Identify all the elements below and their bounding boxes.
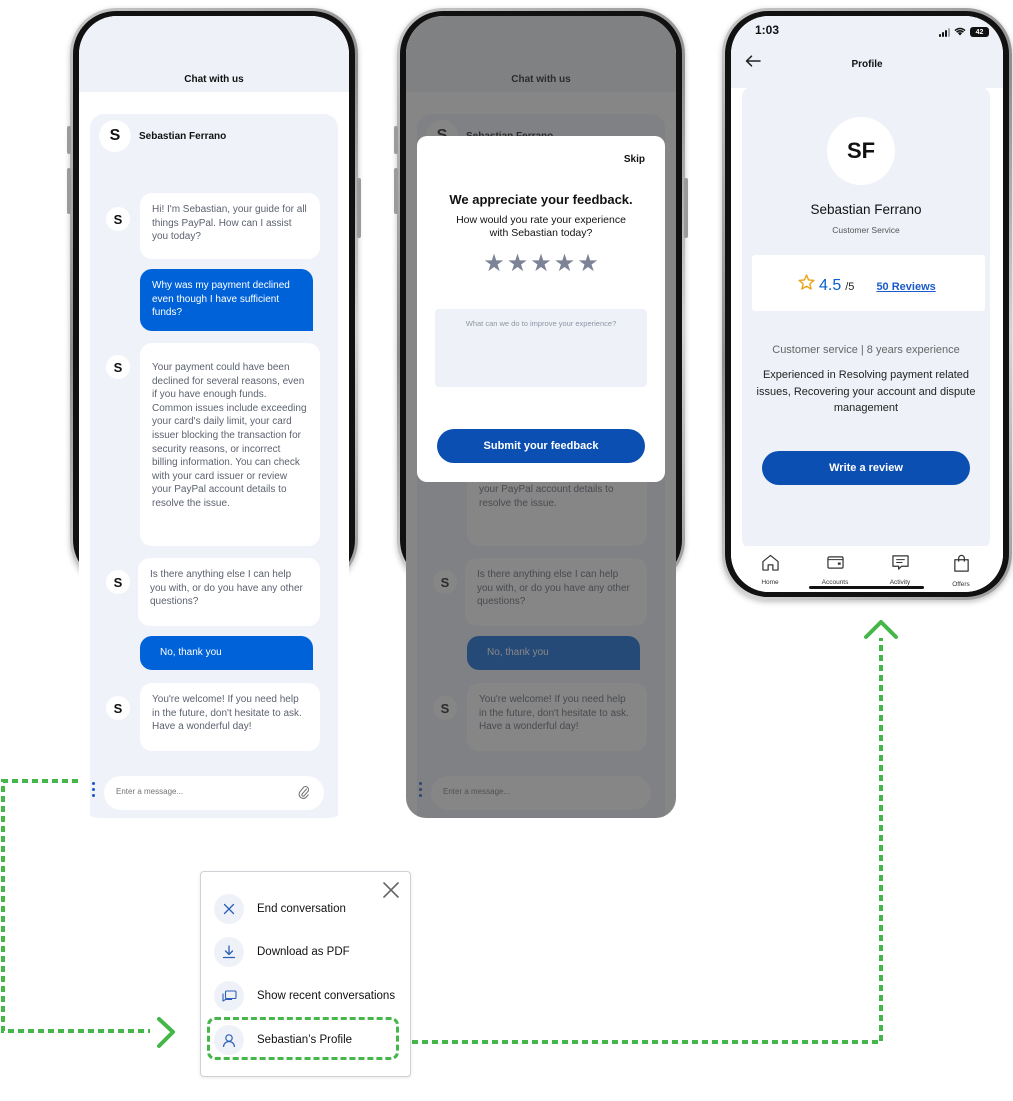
- chat-screen: 1:03 42 Chat with us S Sebastian Ferrano…: [79, 16, 349, 818]
- rating-summary: 4.5 /5 50 Reviews: [798, 274, 936, 295]
- home-indicator: [809, 586, 924, 589]
- back-arrow-icon[interactable]: [745, 54, 761, 72]
- message-input[interactable]: [116, 787, 286, 796]
- agent-avatar: S: [106, 355, 130, 379]
- profile-card: SF Sebastian Ferrano Customer Service 4.…: [742, 87, 990, 549]
- agent-name: Sebastian Ferrano: [139, 130, 227, 142]
- message-agent: Your payment could have been declined fo…: [140, 343, 320, 546]
- menu-item-recent-conversations[interactable]: Show recent conversations: [214, 981, 395, 1011]
- feedback-title: We appreciate your feedback.: [449, 192, 633, 207]
- agent-avatar: S: [99, 120, 131, 152]
- close-icon: [214, 894, 244, 924]
- chat-header-bg: [79, 16, 349, 92]
- tab-label: Activity: [889, 579, 911, 586]
- status-icons: 42: [939, 23, 989, 41]
- reviews-link[interactable]: 50 Reviews: [876, 281, 936, 293]
- tab-accounts[interactable]: Accounts: [805, 554, 865, 586]
- message-agent: Hi! I'm Sebastian, your guide for all th…: [140, 193, 320, 259]
- star-icon[interactable]: ★: [553, 250, 576, 277]
- feedback-modal: Skip We appreciate your feedback. How wo…: [417, 136, 665, 482]
- phone-side-button: [394, 126, 398, 154]
- activity-icon: [891, 554, 910, 576]
- rating-value: 4.5: [819, 277, 842, 294]
- star-icon[interactable]: ★: [506, 250, 529, 277]
- star-icon[interactable]: ★: [530, 250, 552, 277]
- submit-feedback-button[interactable]: Submit your feedback: [437, 429, 645, 463]
- user-icon: [214, 1025, 244, 1055]
- tab-home[interactable]: Home: [740, 554, 800, 586]
- wifi-icon: [954, 23, 966, 41]
- profile-role: Customer Service: [832, 225, 900, 235]
- phone-side-button: [67, 168, 71, 214]
- rating-max: /5: [845, 281, 855, 293]
- profile-name: Sebastian Ferrano: [810, 202, 922, 217]
- star-icon[interactable]: ★: [483, 250, 505, 277]
- tab-label: Home: [761, 579, 779, 586]
- phone-side-button: [684, 178, 688, 238]
- phone-side-button: [67, 126, 71, 154]
- phone-side-button: [357, 178, 361, 238]
- profile-experience: Customer service | 8 years experience: [772, 344, 960, 356]
- status-bar: 1:03 42: [731, 16, 1003, 56]
- profile-nav: Profile: [731, 44, 1003, 74]
- star-icon[interactable]: ★: [577, 250, 599, 277]
- message-user: No, thank you: [140, 636, 313, 670]
- tab-label: Offers: [952, 581, 970, 588]
- menu-item-label: Sebastian’s Profile: [257, 1034, 353, 1046]
- chat-history-icon: [214, 981, 244, 1011]
- message-composer: [104, 776, 324, 810]
- message-agent: Is there anything else I can help you wi…: [138, 558, 320, 626]
- profile-avatar: SF: [827, 117, 895, 185]
- attachment-icon[interactable]: [298, 785, 310, 805]
- agent-avatar: S: [106, 696, 130, 720]
- feedback-textarea[interactable]: [435, 309, 647, 387]
- status-time: 1:03: [755, 23, 780, 37]
- agent-avatar: S: [106, 207, 130, 231]
- signal-icon: [939, 27, 950, 37]
- tab-activity[interactable]: Activity: [870, 554, 930, 586]
- page-title: Profile: [851, 59, 883, 70]
- profile-description: Experienced in Resolving payment related…: [756, 369, 976, 414]
- shopping-bag-icon: [952, 554, 971, 578]
- battery-icon: 42: [970, 27, 989, 37]
- flow-arrowhead-profile: [864, 620, 898, 639]
- tab-label: Accounts: [821, 579, 849, 586]
- agent-header: S Sebastian Ferrano: [99, 120, 226, 152]
- download-icon: [214, 937, 244, 967]
- home-icon: [761, 554, 780, 576]
- profile-highlight: [207, 1017, 399, 1060]
- write-review-button[interactable]: Write a review: [762, 451, 970, 485]
- wallet-icon: [826, 554, 845, 576]
- star-rating: ★ ★ ★ ★ ★: [417, 252, 665, 276]
- more-options-icon[interactable]: [92, 782, 95, 797]
- page-title: Chat with us: [184, 74, 244, 85]
- phone-side-button: [394, 168, 398, 214]
- flow-line-menu: [1, 779, 150, 1033]
- star-outline-icon: [798, 274, 815, 295]
- agent-avatar: S: [106, 570, 130, 594]
- skip-button[interactable]: Skip: [623, 154, 645, 165]
- menu-item-label: Show recent conversations: [257, 990, 396, 1002]
- menu-item-label: Download as PDF: [257, 946, 350, 958]
- menu-item-agent-profile[interactable]: Sebastian’s Profile: [214, 1025, 352, 1055]
- bottom-tab-bar: Home Accounts Activity Offers: [731, 546, 1003, 592]
- flow-arrowhead-menu: [157, 1017, 175, 1048]
- menu-item-end-conversation[interactable]: End conversation: [214, 894, 346, 924]
- close-icon[interactable]: [382, 881, 400, 904]
- feedback-subtitle: How would you rate your experience with …: [456, 214, 626, 239]
- rating-box: 4.5 /5 50 Reviews: [752, 255, 985, 311]
- menu-item-download-pdf[interactable]: Download as PDF: [214, 937, 350, 967]
- message-user: Why was my payment declined even though …: [140, 269, 313, 331]
- profile-screen: 1:03 42 Profile SF Sebastian Ferrano Cus…: [731, 16, 1003, 592]
- tab-offers[interactable]: Offers: [931, 554, 991, 588]
- message-agent: You're welcome! If you need help in the …: [140, 683, 320, 751]
- chat-options-menu: End conversation Download as PDF Show re…: [200, 871, 411, 1077]
- profile-header-bg: [731, 16, 1003, 88]
- menu-item-label: End conversation: [257, 903, 346, 915]
